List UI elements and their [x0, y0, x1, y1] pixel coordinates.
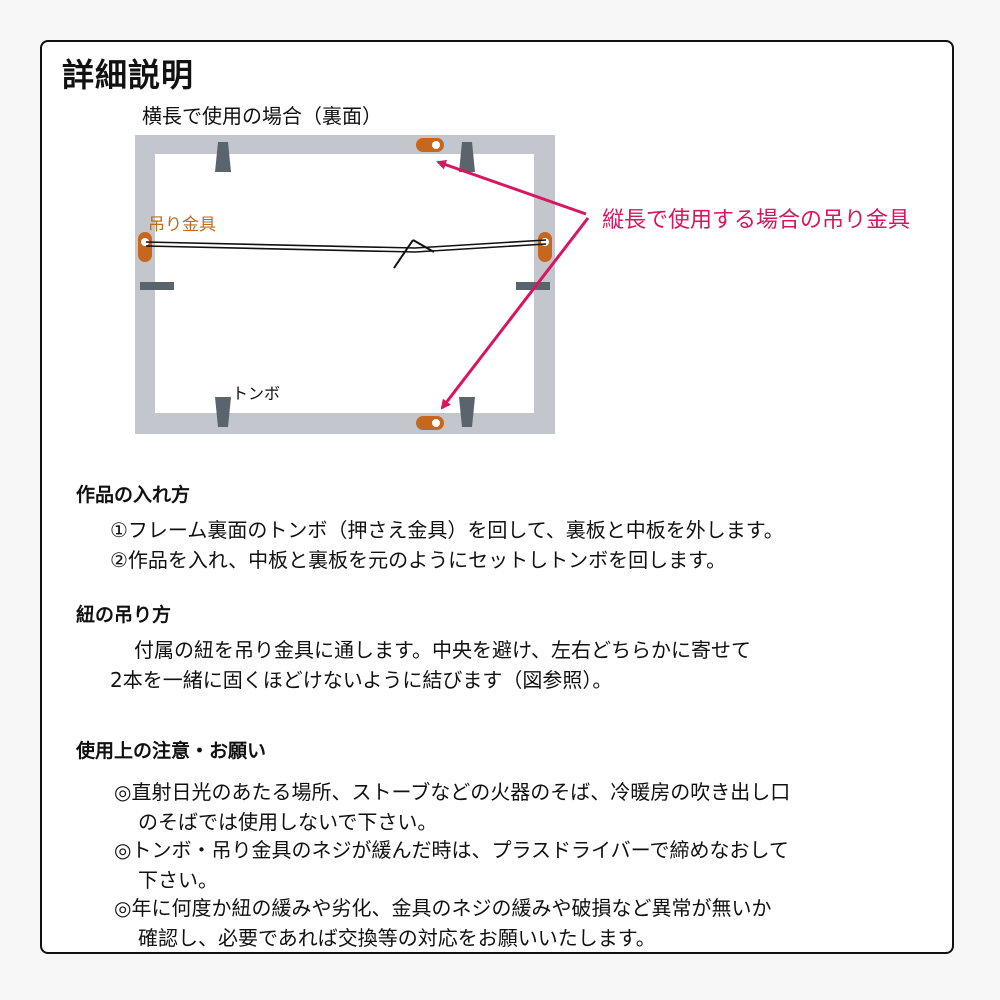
insert-line-2: ②作品を入れ、中板と裏板を元のようにセットしトンボを回します。	[110, 548, 727, 572]
caution-line-4: 下さい。	[138, 868, 218, 892]
caution-line-1: ◎直射日光のあたる場所、ストーブなどの火器のそば、冷暖房の吹き出し口	[114, 780, 791, 804]
arrow-to-top-hook	[436, 159, 587, 216]
caution-line-3: ◎トンボ・吊り金具のネジが緩んだ時は、プラスドライバーで締めなおして	[114, 838, 789, 862]
arrow-to-bottom-hook	[440, 217, 590, 410]
hanging-line-1: 付属の紐を吊り金具に通します。中央を避け、左右どちらかに寄せて	[134, 638, 751, 662]
hanging-string	[145, 239, 547, 253]
insert-heading: 作品の入れ方	[76, 484, 191, 506]
page-title: 詳細説明	[62, 56, 195, 94]
insert-line-1: ①フレーム裏面のトンボ（押さえ金具）を回して、裏板と中板を外します。	[110, 518, 784, 542]
hook-right	[538, 232, 552, 262]
detail-card: 詳細説明 横長で使用の場合（裏面） 吊り金具	[40, 40, 954, 954]
caution-line-5: ◎年に何度か紐の緩みや劣化、金具のネジの緩みや破損など異常が無いか	[114, 896, 772, 920]
cautions-heading: 使用上の注意・お願い	[76, 740, 267, 762]
vertical-hook-note: 縦長で使用する場合の吊り金具	[602, 208, 911, 233]
tonbo-clip-bottom-right	[459, 397, 475, 427]
diagram-subtitle: 横長で使用の場合（裏面）	[142, 104, 382, 128]
tonbo-clip-left	[140, 282, 174, 290]
hook-label: 吊り金具	[148, 215, 216, 235]
hanging-line-2: 2本を一緒に固くほどけないように結びます（図参照）。	[110, 668, 613, 692]
tonbo-label: トンボ	[232, 384, 281, 403]
tonbo-clip-bottom-left	[215, 397, 231, 427]
hanging-heading: 紐の吊り方	[76, 604, 172, 626]
caution-line-2: のそばでは使用しないで下さい。	[138, 810, 438, 834]
tonbo-clip-top-left	[215, 142, 231, 172]
frame-back-diagram	[135, 135, 590, 434]
caution-line-6: 確認し、必要であれば交換等の対応をお願いいたします。	[138, 926, 656, 950]
tonbo-clip-top-right	[459, 142, 475, 172]
hook-left	[138, 232, 152, 262]
tonbo-clip-right	[516, 282, 550, 290]
string-peak-mark	[393, 239, 435, 269]
